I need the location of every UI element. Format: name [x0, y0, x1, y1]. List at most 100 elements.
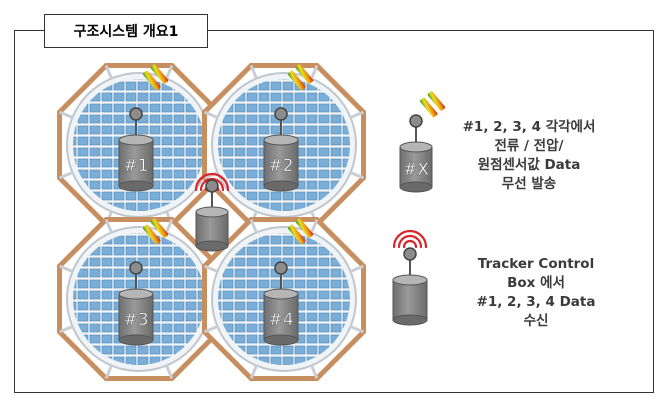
solar-panel: [101, 125, 113, 135]
solar-panel: [137, 246, 149, 256]
solar-panel: [306, 334, 318, 344]
solar-panel: [367, 335, 377, 343]
solar-panel: [282, 81, 294, 91]
solar-panel: [318, 169, 330, 179]
solar-panel: [161, 92, 173, 102]
antenna-ball: [129, 261, 143, 275]
solar-panel: [355, 192, 365, 200]
solar-panel: [197, 81, 205, 91]
solar-panel: [331, 214, 341, 222]
solar-panel: [246, 257, 258, 267]
solar-panel: [330, 125, 342, 135]
solar-panel: [306, 125, 318, 135]
solar-panel: [125, 81, 137, 91]
solar-panel: [367, 269, 377, 277]
solar-panel: [161, 147, 173, 157]
solar-panel: [185, 279, 197, 289]
solar-panel: [137, 92, 149, 102]
solar-panel: [270, 356, 282, 365]
description-line: Box 에서: [507, 275, 565, 291]
solar-panel: [367, 71, 377, 79]
solar-panel: [54, 93, 64, 101]
solar-panel: [161, 345, 173, 355]
solar-panel: [173, 323, 185, 333]
solar-panel: [306, 290, 318, 300]
solar-panel: [185, 147, 197, 157]
solar-panel: [270, 125, 282, 135]
solar-panel: [149, 191, 161, 201]
wireless-signal-icon: [392, 229, 428, 249]
solar-panel: [185, 301, 197, 311]
solar-panel: [342, 301, 350, 311]
solar-panel: [318, 257, 330, 267]
solar-panel: [330, 114, 342, 124]
solar-panel: [367, 137, 377, 145]
solar-panel: [173, 246, 185, 256]
solar-panel: [137, 279, 149, 289]
solar-panel: [270, 235, 282, 245]
solar-panel: [355, 214, 365, 222]
solar-panel: [246, 180, 258, 190]
solar-panel: [101, 246, 113, 256]
solar-panel: [258, 191, 270, 201]
solar-panel: [90, 379, 100, 387]
solar-panel: [89, 279, 101, 289]
solar-panel: [343, 60, 353, 68]
center-control-box: [195, 179, 229, 252]
solar-panel: [294, 345, 306, 355]
solar-panel: [113, 103, 125, 113]
solar-panel: [125, 202, 137, 211]
solar-panel: [210, 379, 220, 387]
solar-panel: [246, 191, 258, 201]
solar-panel: [270, 279, 282, 289]
diagram-frame: [14, 30, 654, 393]
solar-panel: [113, 246, 125, 256]
solar-panel: [282, 202, 294, 211]
solar-panel: [54, 225, 64, 233]
solar-panel: [73, 136, 77, 146]
solar-panel: [331, 379, 341, 387]
solar-panel: [173, 301, 185, 311]
solar-panel: [161, 290, 173, 300]
solar-panel: [66, 225, 76, 233]
solar-panel: [318, 323, 330, 333]
antenna-ball: [274, 107, 288, 121]
solar-panel: [161, 257, 173, 267]
solar-panel: [342, 202, 350, 211]
solar-panel: [173, 180, 185, 190]
solar-panel: [258, 257, 270, 267]
solar-panel: [78, 379, 88, 387]
solar-panel: [258, 246, 270, 256]
solar-panel: [173, 147, 185, 157]
solar-panel: [355, 203, 365, 211]
solar-panel: [246, 103, 258, 113]
solar-panel: [367, 346, 377, 354]
solar-panel: [234, 279, 246, 289]
solar-panel: [89, 312, 101, 322]
solar-panel: [173, 312, 185, 322]
sensor-icon: [287, 64, 314, 91]
solar-panel: [246, 268, 258, 278]
solar-panel: [367, 93, 377, 101]
solar-panel: [174, 379, 184, 387]
solar-panel: [246, 290, 258, 300]
solar-panel: [210, 82, 220, 90]
solar-panel: [73, 202, 77, 211]
solar-panel: [210, 60, 220, 68]
solar-panel: [367, 126, 377, 134]
solar-panel: [89, 323, 101, 333]
solar-panel: [355, 60, 365, 68]
solar-panel: [223, 60, 233, 68]
solar-panel: [161, 334, 173, 344]
solar-panel: [198, 379, 208, 387]
solar-panel: [101, 290, 113, 300]
solar-panel: [89, 180, 101, 190]
solar-panel: [149, 125, 161, 135]
node-box-4: #4: [263, 261, 299, 346]
solar-panel: [101, 180, 113, 190]
solar-panel: [282, 235, 294, 245]
solar-panel: [246, 125, 258, 135]
solar-panel: [113, 125, 125, 135]
solar-panel: [234, 180, 246, 190]
solar-panel: [246, 92, 258, 102]
